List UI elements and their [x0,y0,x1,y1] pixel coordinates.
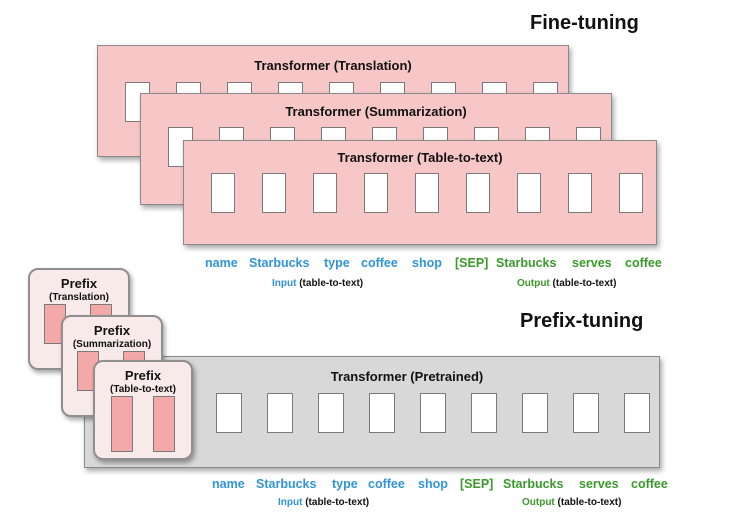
finetune-output-caption: Output (table-to-text) [517,278,616,289]
hidden-state-cell [573,393,599,433]
token: name [212,477,245,491]
token: Starbucks [503,477,564,491]
hidden-state-cell [415,173,439,213]
token: coffee [625,256,662,270]
transformer-table-to-text-panel: Transformer (Table-to-text) [183,140,657,245]
hidden-state-cell [267,393,293,433]
prefix-translation-task: (Translation) [48,292,109,303]
token: [SEP] [460,477,494,491]
hidden-state-cell [624,393,650,433]
token: type [332,477,358,491]
finetuning-title: Fine-tuning [530,12,639,34]
prefix-table-to-text-title: Prefix [124,368,162,383]
token: name [205,256,238,270]
hidden-state-cell [216,393,242,433]
input-task: (table-to-text) [296,278,364,289]
token: [SEP] [455,256,489,270]
hidden-state-cell [318,393,344,433]
hidden-state-cell [369,393,395,433]
token: coffee [368,477,405,491]
prefix-table-to-text-task: (Table-to-text) [110,384,176,395]
prefix-summarization-title: Prefix [93,323,131,338]
hidden-state-cell [313,173,337,213]
output-task: (table-to-text) [549,278,617,289]
transformer-table-to-text-label: Transformer (Table-to-text) [337,150,503,165]
prefix-cell [153,396,175,452]
token: Starbucks [496,256,557,270]
hidden-state-cell [420,393,446,433]
token: coffee [631,477,668,491]
prefixtune-output-caption: Output (table-to-text) [522,497,621,508]
token: Starbucks [256,477,317,491]
hidden-state-cell [522,393,548,433]
output-word: Output [517,278,550,289]
hidden-state-cell [517,173,541,213]
transformer-translation-label: Transformer (Translation) [254,58,412,73]
hidden-state-cell [619,173,643,213]
hidden-state-cell [471,393,497,433]
prefixtuning-title: Prefix-tuning [520,310,644,332]
transformer-summarization-label: Transformer (Summarization) [285,104,467,119]
token: shop [412,256,442,270]
prefix-translation-title: Prefix [60,276,98,291]
token: type [324,256,350,270]
hidden-state-cell [364,173,388,213]
hidden-state-cell [262,173,286,213]
hidden-state-cell [466,173,490,213]
input-task: (table-to-text) [302,497,370,508]
input-word: Input [272,278,297,289]
hidden-state-cell [568,173,592,213]
prefix-summarization-task: (Summarization) [72,339,152,350]
token: serves [579,477,619,491]
output-word: Output [522,497,555,508]
prefix-table-to-text-card: Prefix (Table-to-text) [93,360,193,460]
input-word: Input [278,497,303,508]
token: coffee [361,256,398,270]
token: shop [418,477,448,491]
hidden-state-cell [211,173,235,213]
transformer-pretrained-label: Transformer (Pretrained) [330,369,484,384]
output-task: (table-to-text) [554,497,622,508]
token: serves [572,256,612,270]
finetune-input-caption: Input (table-to-text) [272,278,363,289]
prefix-cell [111,396,133,452]
token: Starbucks [249,256,310,270]
prefixtune-input-caption: Input (table-to-text) [278,497,369,508]
